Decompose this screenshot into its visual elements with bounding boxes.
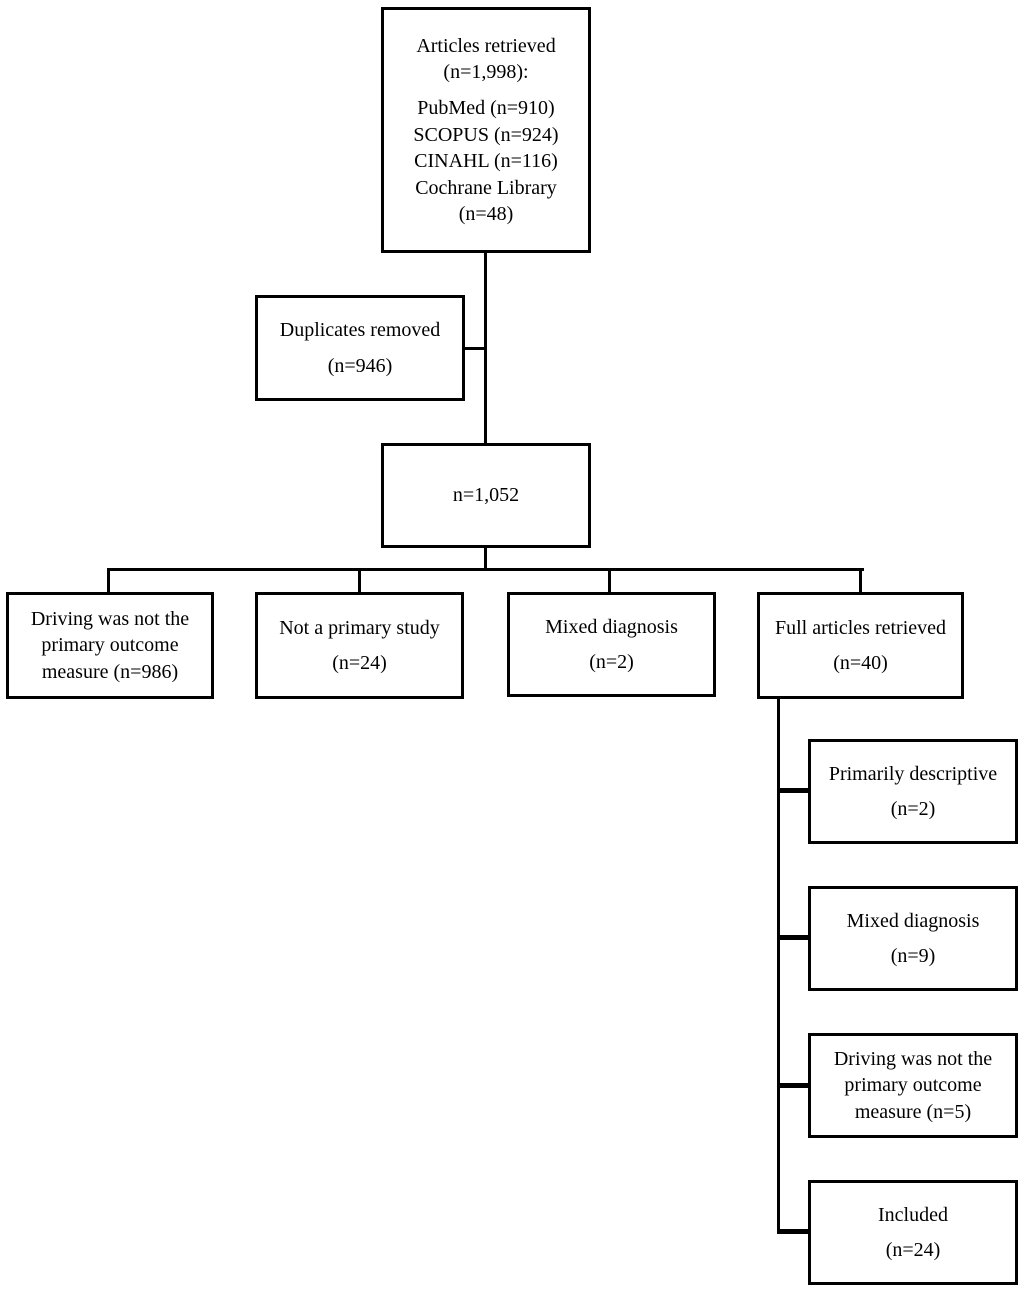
articles-retrieved-heading-line2: (n=1,998): (443, 61, 529, 84)
driving-not-primary-986-label: Driving was not the primary outcome meas… (30, 607, 190, 683)
articles-retrieved-heading-line1: Articles retrieved (416, 34, 556, 57)
box-included: Included (n=24) (808, 1180, 1018, 1285)
connector-duplicates-stub (462, 347, 487, 350)
connector-drop-not-primary (358, 568, 361, 595)
source-scopus: SCOPUS (n=924) (413, 123, 559, 146)
mixed-diagnosis-2-count: (n=2) (589, 651, 634, 673)
connector-n1052-to-branch (484, 547, 487, 570)
source-cochrane: Cochrane Library (n=48) (415, 176, 557, 225)
box-mixed-diagnosis-2: Mixed diagnosis (n=2) (507, 592, 716, 697)
box-full-articles-retrieved: Full articles retrieved (n=40) (757, 592, 964, 699)
box-not-primary-study: Not a primary study (n=24) (255, 592, 464, 699)
connector-drop-full-articles (859, 568, 862, 595)
driving-not-primary-5-label: Driving was not the primary outcome meas… (833, 1047, 993, 1123)
connector-branch-horizontal (107, 568, 864, 571)
box-articles-retrieved: Articles retrieved (n=1,998): PubMed (n=… (381, 7, 591, 253)
box-primarily-descriptive: Primarily descriptive (n=2) (808, 739, 1018, 844)
primarily-descriptive-label: Primarily descriptive (828, 762, 998, 785)
box-driving-not-primary-5: Driving was not the primary outcome meas… (808, 1033, 1018, 1138)
connector-stub-primarily-descriptive (777, 788, 809, 793)
included-count: (n=24) (885, 1239, 941, 1261)
not-primary-study-count: (n=24) (332, 652, 387, 674)
connector-stub-driving5 (777, 1083, 809, 1088)
box-mixed-diagnosis-9: Mixed diagnosis (n=9) (808, 886, 1018, 991)
box-after-duplicates: n=1,052 (381, 443, 591, 548)
mixed-diagnosis-2-label: Mixed diagnosis (545, 615, 678, 638)
box-duplicates-removed: Duplicates removed (n=946) (255, 295, 465, 401)
source-cinahl: CINAHL (n=116) (414, 150, 558, 173)
source-pubmed: PubMed (n=910) (417, 97, 555, 120)
included-label: Included (878, 1203, 948, 1226)
box-driving-not-primary-986: Driving was not the primary outcome meas… (6, 592, 214, 699)
mixed-diagnosis-9-label: Mixed diagnosis (846, 909, 980, 932)
articles-retrieved-heading: Articles retrieved (n=1,998): (416, 33, 555, 86)
not-primary-study-label: Not a primary study (279, 616, 440, 639)
primarily-descriptive-count: (n=2) (890, 798, 936, 820)
connector-full-articles-vertical (777, 697, 780, 1234)
full-articles-retrieved-label: Full articles retrieved (774, 616, 947, 639)
connector-drop-driving986 (107, 568, 110, 595)
articles-retrieved-sources: PubMed (n=910) SCOPUS (n=924) CINAHL (n=… (390, 95, 582, 227)
duplicates-removed-count: (n=946) (327, 354, 393, 377)
connector-drop-mixed2 (608, 568, 611, 595)
connector-stub-mixed9 (777, 935, 809, 940)
connector-stub-included (777, 1229, 809, 1234)
mixed-diagnosis-9-count: (n=9) (890, 945, 936, 967)
after-duplicates-label: n=1,052 (452, 484, 520, 507)
duplicates-removed-label: Duplicates removed (279, 319, 441, 342)
full-articles-retrieved-count: (n=40) (833, 652, 888, 674)
